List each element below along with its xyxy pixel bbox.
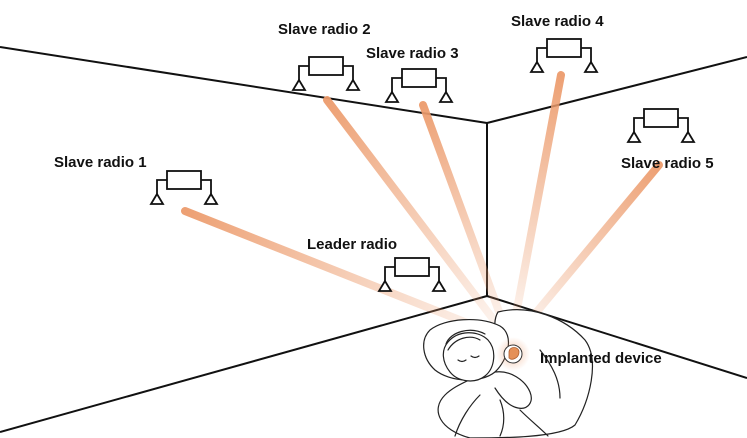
slave-radio-1-label: Slave radio 1 xyxy=(54,154,147,171)
slave-radio-4-label: Slave radio 4 xyxy=(511,13,604,30)
slave-radio-5-label: Slave radio 5 xyxy=(621,155,714,172)
sleeping-person-illustration xyxy=(423,309,593,438)
implanted-device-icon xyxy=(496,337,530,371)
radio-antenna-icon xyxy=(385,68,453,103)
radio-antenna-icon xyxy=(292,56,360,91)
radio-antenna-icon xyxy=(378,257,446,292)
signal-beams xyxy=(181,71,663,342)
beam-slave-3 xyxy=(419,101,512,340)
beam-slave-4 xyxy=(508,71,565,340)
radio-antenna-icon xyxy=(627,108,695,143)
room-walls xyxy=(0,46,747,433)
beam-slave-5 xyxy=(511,161,663,342)
slave-radio-2-label: Slave radio 2 xyxy=(278,21,371,38)
slave-radio-3-label: Slave radio 3 xyxy=(366,45,459,62)
beam-slave-2 xyxy=(323,96,510,340)
implanted-device-label: Implanted device xyxy=(540,350,662,367)
radio-antenna-icon xyxy=(530,38,598,73)
beam-slave-1 xyxy=(181,207,509,342)
leader-radio-label: Leader radio xyxy=(307,236,398,253)
radio-antenna-icon xyxy=(150,170,218,205)
